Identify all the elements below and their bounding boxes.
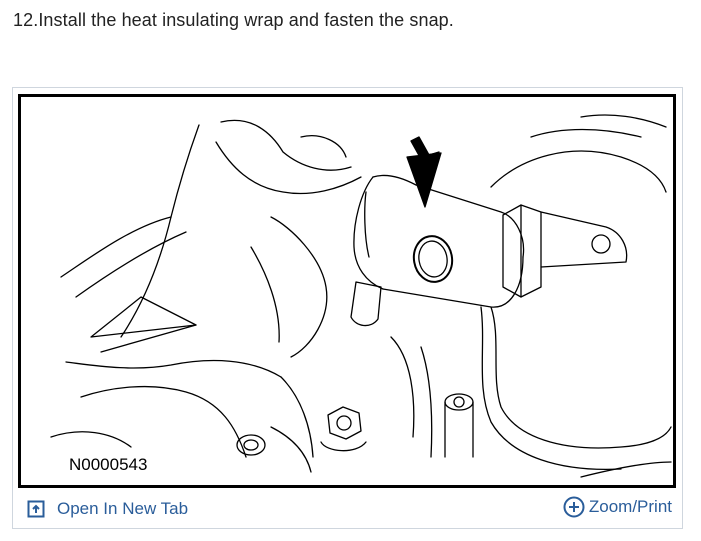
figure-toolbar: Open In New Tab Zoom/Print <box>13 490 682 528</box>
figure-code: N0000543 <box>69 455 148 474</box>
line-drawing <box>50 114 672 478</box>
open-in-new-tab-link[interactable]: Open In New Tab <box>27 499 188 519</box>
zoom-print-link[interactable]: Zoom/Print <box>563 496 672 518</box>
technical-illustration: N0000543 <box>18 94 676 488</box>
figure-container: N0000543 Open In New Tab Zoom/Print <box>12 87 683 529</box>
step-instruction: 12.Install the heat insulating wrap and … <box>13 10 454 30</box>
open-in-new-tab-label: Open In New Tab <box>57 499 189 518</box>
open-in-new-tab-icon <box>27 500 45 518</box>
zoom-print-label: Zoom/Print <box>588 497 672 516</box>
zoom-plus-icon <box>563 496 585 518</box>
